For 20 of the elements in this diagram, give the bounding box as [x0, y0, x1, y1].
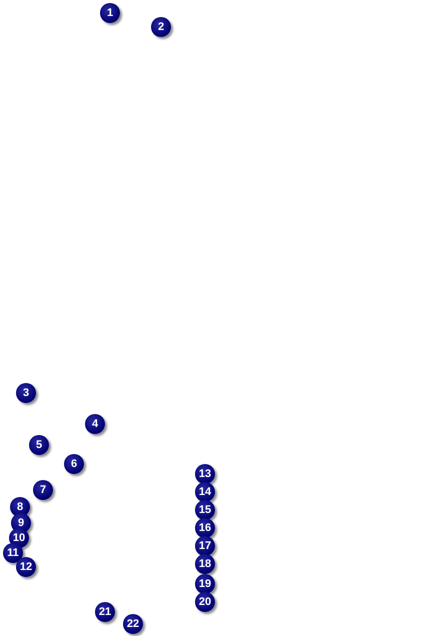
callout-number: 11	[3, 543, 23, 563]
callout-number: 20	[195, 592, 215, 612]
callout-number: 2	[151, 17, 171, 37]
callout-number: 1	[100, 3, 120, 23]
callout-number: 18	[195, 554, 215, 574]
callout-number: 22	[123, 614, 143, 634]
callout-number: 21	[95, 602, 115, 622]
callout-number: 19	[195, 574, 215, 594]
callout-number: 12	[16, 557, 36, 577]
callout-number: 13	[195, 464, 215, 484]
callout-number: 6	[64, 454, 84, 474]
callout-number: 14	[195, 482, 215, 502]
callout-number: 8	[10, 497, 30, 517]
callout-number: 3	[16, 383, 36, 403]
callout-number: 5	[29, 435, 49, 455]
callout-number: 16	[195, 518, 215, 538]
callout-number: 17	[195, 536, 215, 556]
callout-number: 7	[33, 480, 53, 500]
callout-number: 4	[85, 414, 105, 434]
callout-number: 15	[195, 500, 215, 520]
